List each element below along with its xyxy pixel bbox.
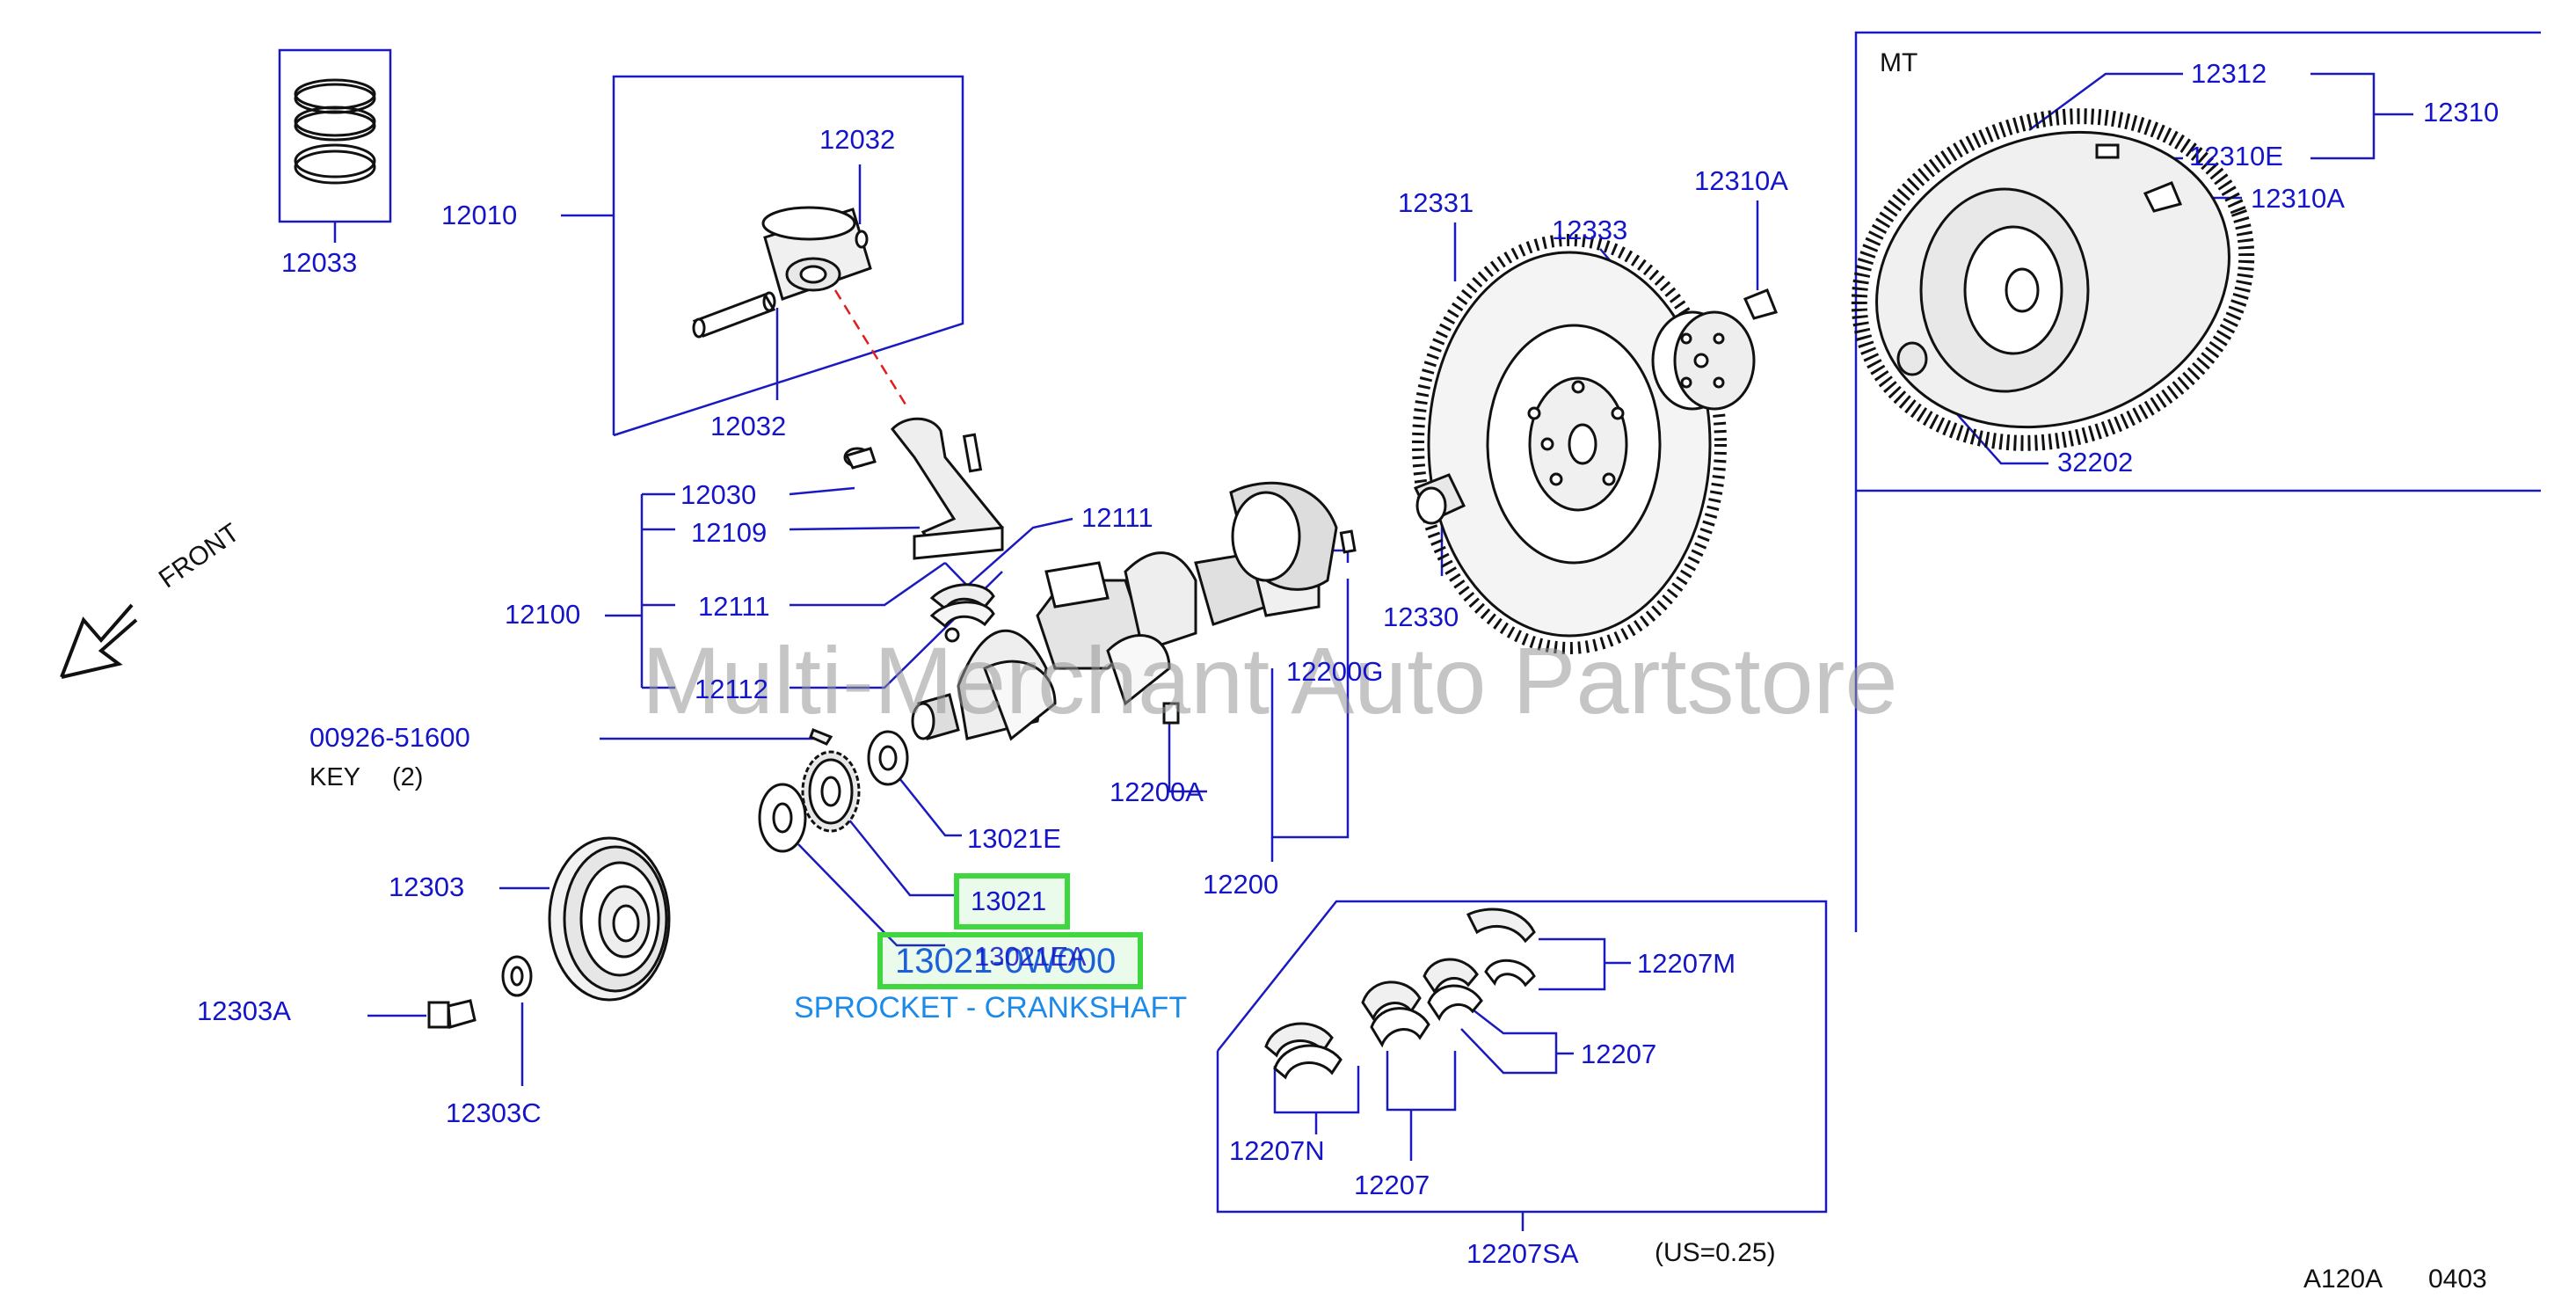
label-12100[interactable]: 12100 xyxy=(505,599,581,630)
label-12112[interactable]: 12112 xyxy=(695,674,768,704)
label-12310A-right[interactable]: 12310A xyxy=(2251,183,2345,214)
label-12207M[interactable]: 12207M xyxy=(1637,948,1736,979)
label-12111-right[interactable]: 12111 xyxy=(1081,502,1153,533)
label-12303A[interactable]: 12303A xyxy=(197,995,291,1026)
label-12330[interactable]: 12330 xyxy=(1383,601,1459,632)
label-12032-top[interactable]: 12032 xyxy=(819,124,896,155)
label-12109[interactable]: 12109 xyxy=(691,517,768,548)
label-12207-bottom[interactable]: 12207 xyxy=(1354,1170,1430,1200)
label-32202[interactable]: 32202 xyxy=(2057,447,2134,478)
label-12111-left[interactable]: 12111 xyxy=(698,591,770,622)
crankshaft-sprocket xyxy=(801,750,861,833)
rod-bearing xyxy=(929,583,995,643)
label-12303[interactable]: 12303 xyxy=(389,871,465,902)
label-mt: MT xyxy=(1880,48,1918,77)
label-12200[interactable]: 12200 xyxy=(1203,869,1279,900)
label-12310A-mid[interactable]: 12310A xyxy=(1694,165,1788,196)
watermark: Multi-Merchant Auto Partstore xyxy=(642,627,1898,733)
highlight-part-number xyxy=(877,932,1143,989)
mt-flywheel xyxy=(1851,108,2255,451)
label-us-size: (US=0.25) xyxy=(1655,1238,1776,1267)
label-key-qty: (2) xyxy=(392,763,424,791)
label-12331[interactable]: 12331 xyxy=(1398,187,1474,218)
label-12207N[interactable]: 12207N xyxy=(1229,1135,1325,1166)
highlight-13021 xyxy=(954,873,1070,930)
label-12207-right[interactable]: 12207 xyxy=(1581,1039,1657,1069)
diagram-code-number: 0403 xyxy=(2428,1265,2487,1294)
label-13021[interactable]: 13021 xyxy=(971,886,1047,916)
label-12310[interactable]: 12310 xyxy=(2423,97,2500,128)
front-arrow xyxy=(60,603,138,679)
label-key: KEY xyxy=(309,763,361,791)
label-12200A[interactable]: 12200A xyxy=(1110,776,1204,807)
label-12333[interactable]: 12333 xyxy=(1552,215,1628,245)
label-13021E[interactable]: 13021E xyxy=(967,823,1061,854)
drive-plate xyxy=(1412,234,1727,654)
label-00926-51600[interactable]: 00926-51600 xyxy=(309,722,470,753)
piston-rings xyxy=(294,78,376,185)
label-12312[interactable]: 12312 xyxy=(2191,58,2267,89)
label-12207SA[interactable]: 12207SA xyxy=(1466,1238,1579,1269)
piston xyxy=(692,206,872,339)
part-description: SPROCKET - CRANKSHAFT xyxy=(794,991,1188,1024)
crank-pulley xyxy=(548,836,671,1002)
crankshaft xyxy=(911,481,1338,741)
part-drawings xyxy=(60,78,2255,1080)
main-bearings xyxy=(1264,908,1536,1080)
label-12303C[interactable]: 12303C xyxy=(446,1097,542,1128)
label-12010[interactable]: 12010 xyxy=(441,200,518,230)
connecting-rod xyxy=(843,417,1004,560)
label-12030[interactable]: 12030 xyxy=(680,479,757,510)
part-number[interactable]: 13021-0W000 xyxy=(895,942,1117,981)
label-12032-bottom[interactable]: 12032 xyxy=(710,411,787,441)
label-12310E[interactable]: 12310E xyxy=(2189,141,2283,171)
label-13021EA[interactable]: 13021EA xyxy=(974,941,1087,972)
label-12200G[interactable]: 12200G xyxy=(1286,656,1384,687)
label-12033[interactable]: 12033 xyxy=(281,247,358,278)
diagram-code: A120A xyxy=(2303,1265,2383,1294)
